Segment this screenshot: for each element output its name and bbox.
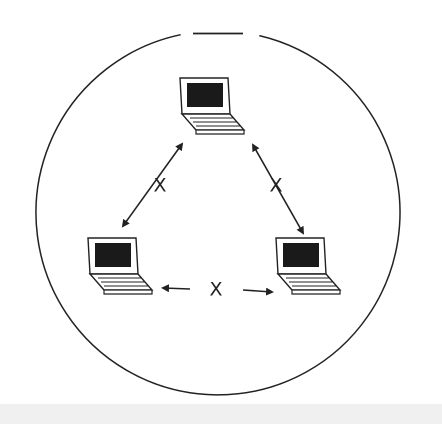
link-left-right-end [242,287,274,296]
bottom-strip [0,404,442,424]
blocked-link-label-bottom: X [209,279,222,301]
network-boundary-circle [35,33,401,396]
blocked-link-label-top-right: X [269,175,282,197]
link-top-left [121,142,184,228]
blocked-link-label-top-left: X [153,175,166,197]
laptop-icon-left [87,237,153,295]
laptop-icon-right [275,237,341,295]
link-top-right [252,143,304,235]
link-left-right [161,284,191,293]
laptop-icon-top [179,77,245,135]
